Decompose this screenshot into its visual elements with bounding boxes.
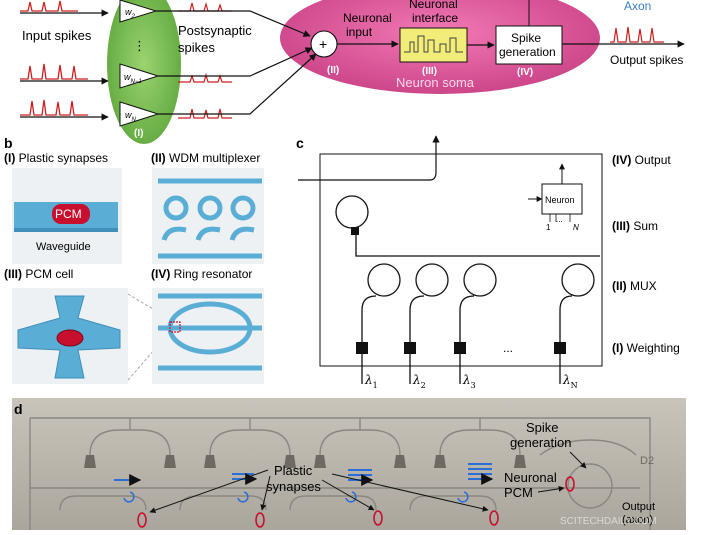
neuron-block xyxy=(541,183,583,215)
rotation-symbols xyxy=(123,491,469,503)
input-spikes-label: Input spikes xyxy=(22,28,92,43)
panel-d: d xyxy=(12,398,686,530)
neuron-label: Neuron xyxy=(545,195,575,205)
neuron-sub-n: N xyxy=(573,223,579,232)
svg-text:wN−1: wN−1 xyxy=(124,72,142,85)
pcm-ellipse xyxy=(137,476,575,528)
input-lines xyxy=(20,9,109,121)
spike-pointer xyxy=(569,451,587,469)
axon-label: Axon xyxy=(624,0,651,13)
synapse-pointers xyxy=(149,469,489,514)
output-spike-train xyxy=(610,26,664,43)
input-spike-train xyxy=(20,0,88,116)
postsynaptic-label: Postsynaptic xyxy=(178,23,252,38)
channel-dots: ... xyxy=(503,341,513,355)
watermark: SCITECHDAILY.COM xyxy=(560,516,657,527)
chip-marking: D2 xyxy=(640,455,654,467)
synapse-stage-label: (I) xyxy=(134,128,143,139)
panel-d-letter: d xyxy=(14,401,23,417)
row-label-sum: (III) Sum xyxy=(612,219,658,233)
neuron-sub-1: 1 xyxy=(546,223,551,232)
lambda-label: λN xyxy=(562,373,578,390)
panel-a: Input spikes w2 ⋮ wN−1 wN (I) Postsynapt… xyxy=(20,0,685,144)
weight-amplifier: wN−1 xyxy=(119,63,160,89)
plastic-synapses-title: (I) Plastic synapses xyxy=(4,151,108,165)
row-label-weighting: (I) Weighting xyxy=(612,341,680,355)
pcm-cell-title: (III) PCM cell xyxy=(4,267,73,281)
bus-line xyxy=(355,228,600,257)
interface-waveform xyxy=(404,35,463,53)
pcm-patch xyxy=(52,204,90,224)
wdm-rings xyxy=(158,178,262,259)
vdots: ⋮ xyxy=(133,38,146,53)
neuron-sub-dots: ... xyxy=(556,215,563,224)
spike-stage-label: (IV) xyxy=(517,67,533,78)
postsynaptic-lines xyxy=(156,10,317,115)
sum-ring xyxy=(335,195,369,229)
neuron-inputs xyxy=(549,214,571,222)
weighting-element xyxy=(356,342,566,354)
output-spikes-label: Output spikes xyxy=(610,53,683,67)
circuit-frame xyxy=(319,153,603,367)
input-stage-label: (II) xyxy=(327,65,339,76)
lambda-label: λ3 xyxy=(462,373,476,390)
panel-c: c Neuron 1 ... N xyxy=(296,135,680,390)
weight-amplifier: wN xyxy=(119,101,160,127)
panel-c-letter: c xyxy=(296,135,304,151)
ring-resonator-title: (IV) Ring resonator xyxy=(151,267,252,281)
lambda-label: λ2 xyxy=(412,373,426,390)
chip-micrograph xyxy=(12,398,686,530)
plus-sign: + xyxy=(319,36,327,52)
ring-resonator-shape xyxy=(158,293,262,371)
lambda-label: λ1 xyxy=(364,373,378,390)
ring-pcm-marker xyxy=(169,321,181,333)
mux-ring xyxy=(367,263,595,297)
waveguide-label: Waveguide xyxy=(36,241,91,253)
chip-waveguides xyxy=(29,417,651,530)
interface-stage-label: (III) xyxy=(422,66,437,77)
sum-node xyxy=(351,227,359,235)
postsynaptic-spike-train xyxy=(178,1,232,119)
pcm-label: PCM xyxy=(55,207,82,221)
neuron-soma-label: Neuron soma xyxy=(396,75,475,90)
input-line xyxy=(298,135,440,181)
grating-couplers xyxy=(84,455,526,468)
row-label-mux: (II) MUX xyxy=(612,279,657,293)
wdm-multiplexer-title: (II) WDM multiplexer xyxy=(151,151,260,165)
svg-text:w2: w2 xyxy=(125,7,136,20)
pcm-pointer xyxy=(537,485,565,493)
waveguide-strip-shade xyxy=(14,228,118,232)
spikes-label: spikes xyxy=(178,40,215,55)
pcm-cell-dot xyxy=(56,329,84,347)
spike-generation-box xyxy=(495,25,563,65)
row-label-output: (IV) Output xyxy=(612,153,671,167)
channel-line xyxy=(361,295,573,384)
svg-text:wN: wN xyxy=(125,110,137,123)
output-axon-label: Output(axon) xyxy=(622,501,655,526)
panel-b: b (I) Plastic synapses (II) WDM multiple… xyxy=(4,135,264,384)
panel-b-letter: b xyxy=(4,135,13,151)
weight-amplifier: w2 xyxy=(119,0,158,23)
